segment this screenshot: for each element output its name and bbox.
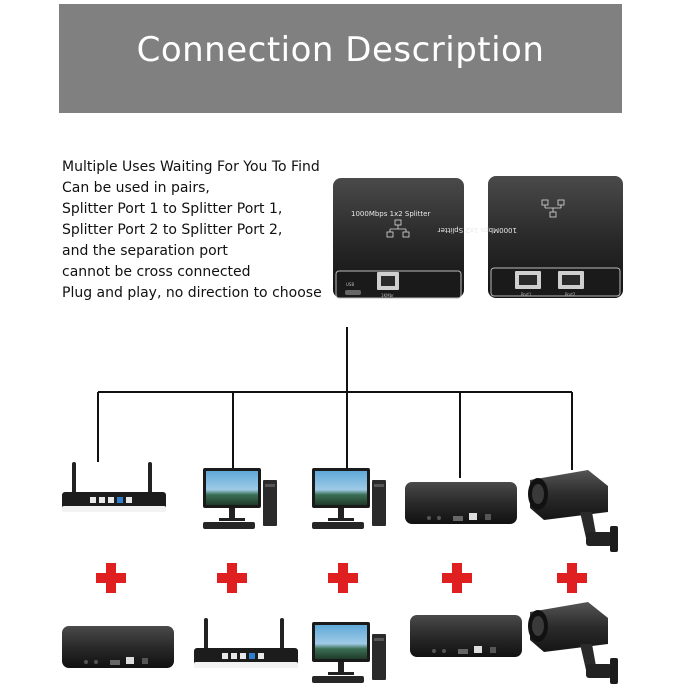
description-line: cannot be cross connected xyxy=(62,264,251,280)
description-line: and the separation port xyxy=(62,243,228,259)
router-icon xyxy=(62,462,166,512)
router-icon xyxy=(194,618,298,668)
cctv-camera-icon xyxy=(528,470,618,552)
set-top-box-icon xyxy=(62,626,174,668)
splitter-dual-port: 1000Mbps 1x2 Splitter Port1 Port2 xyxy=(438,176,623,298)
description-line: Splitter Port 2 to Splitter Port 2, xyxy=(62,222,283,238)
plus-icon xyxy=(557,563,587,593)
port-label: 1KMbr xyxy=(381,293,394,298)
port1-label: Port1 xyxy=(521,292,532,297)
plus-icon xyxy=(217,563,247,593)
set-top-box-icon xyxy=(405,482,517,524)
cctv-camera-icon xyxy=(528,602,618,684)
description-line: Plug and play, no direction to choose xyxy=(62,285,322,301)
plus-icon xyxy=(442,563,472,593)
connection-lines xyxy=(97,327,573,478)
description-text: Multiple Uses Waiting For You To Find Ca… xyxy=(62,157,342,304)
splitter-single-port: 1000Mbps 1x2 Splitter USB 1KMbr xyxy=(332,177,465,299)
description-line: Can be used in pairs, xyxy=(62,180,210,196)
desktop-pc-icon xyxy=(312,622,386,683)
desktop-pc-icon xyxy=(312,468,386,529)
network-icon xyxy=(541,199,565,218)
network-icon xyxy=(386,219,410,238)
usb-label: USB xyxy=(346,282,354,287)
usb-c-port xyxy=(345,290,361,295)
description-line: Splitter Port 1 to Splitter Port 1, xyxy=(62,201,283,217)
plus-icon xyxy=(328,563,358,593)
set-top-box-icon xyxy=(410,615,522,657)
description-line: Multiple Uses Waiting For You To Find xyxy=(62,159,320,175)
plus-icon xyxy=(96,563,126,593)
page-title: Connection Description xyxy=(136,30,545,70)
splitter-label: 1000Mbps 1x2 Splitter xyxy=(438,226,517,234)
title-banner: Connection Description xyxy=(59,4,622,113)
desktop-pc-icon xyxy=(203,468,277,529)
port2-label: Port2 xyxy=(565,292,576,297)
splitter-label: 1000Mbps 1x2 Splitter xyxy=(351,210,430,218)
